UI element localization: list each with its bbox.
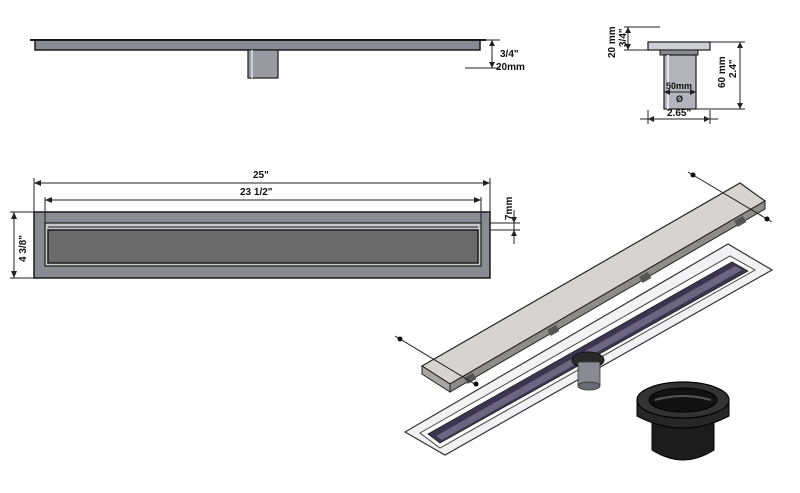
- top-view-grate: [47, 229, 479, 264]
- top-view-width: 4 3/8": [18, 235, 29, 262]
- end-view-outlet-diameter: 50mm: [666, 81, 692, 91]
- side-view-height-mm: 20mm: [496, 62, 525, 73]
- end-view-outlet-height-mm: 60 mm: [717, 56, 728, 88]
- side-view: 3/4" 20mm: [30, 39, 525, 79]
- end-view-outlet-width: 2.65": [667, 108, 691, 119]
- side-view-height-inch: 3/4": [500, 49, 519, 60]
- end-view-diameter-symbol: Ø: [676, 94, 683, 104]
- end-view-flange-mm: 20 mm: [607, 26, 618, 58]
- iso-rubber-adapter: [636, 381, 730, 461]
- top-view-grate-length: 23 1/2": [240, 187, 273, 198]
- top-view-overall-length: 25": [253, 170, 269, 181]
- side-view-channel-body: [34, 39, 481, 51]
- end-view: 20 mm 3/4" 60 mm 2.4" 50mm Ø 2.65": [607, 26, 745, 124]
- end-view-outlet-height-inch: 2.4": [728, 59, 739, 78]
- isometric-view: [394, 171, 774, 461]
- end-view-flange: [647, 41, 711, 51]
- top-view: 25" 23 1/2" 4 3/8" 7mm: [10, 170, 520, 279]
- end-view-flange-inch: 3/4": [618, 28, 629, 47]
- top-view-gap: 7mm: [504, 197, 515, 220]
- end-view-outlet: [663, 54, 697, 110]
